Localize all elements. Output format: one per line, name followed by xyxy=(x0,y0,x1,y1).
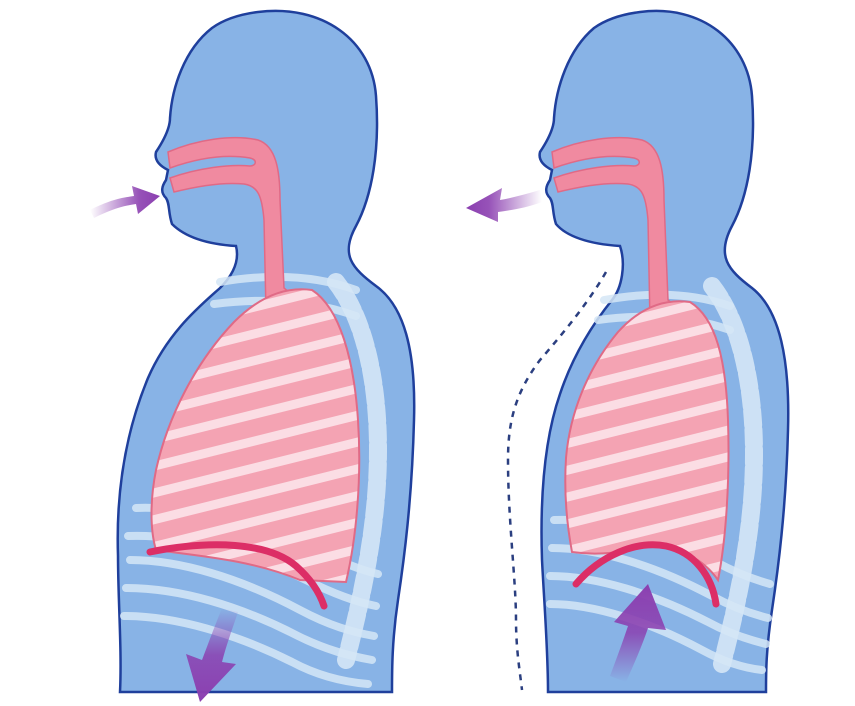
airflow-in-arrow xyxy=(90,186,160,218)
panel-inhalation xyxy=(90,11,414,702)
panel-exhalation xyxy=(466,11,788,692)
airflow-out-arrow xyxy=(466,188,542,222)
